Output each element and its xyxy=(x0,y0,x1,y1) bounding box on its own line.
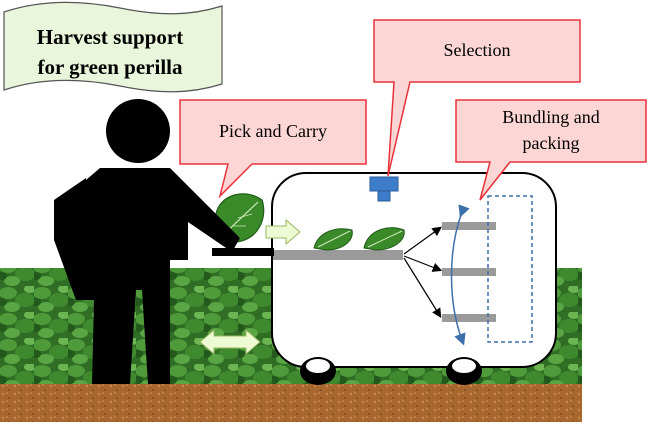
pick-carry-label: Pick and Carry xyxy=(219,121,327,141)
forward-arrow xyxy=(265,218,301,246)
camera-icon xyxy=(369,176,399,202)
conveyor-belt xyxy=(273,250,403,260)
double-arrow-icon xyxy=(199,328,261,356)
title-banner xyxy=(3,1,223,93)
callout-selection xyxy=(373,19,581,177)
wheel-icon xyxy=(300,357,336,385)
perilla-leaf-icon xyxy=(363,227,405,251)
wheel-icon xyxy=(446,357,482,385)
callout-pick-carry xyxy=(179,99,367,199)
selection-label: Selection xyxy=(443,40,511,60)
sort-arrow-up xyxy=(403,226,442,255)
sort-arrow-down xyxy=(403,257,442,319)
soil-ground xyxy=(0,384,582,422)
banner-line2: for green perilla xyxy=(37,55,183,79)
perilla-leaf-icon xyxy=(313,228,353,251)
callout-bundling xyxy=(455,99,647,201)
robot-body xyxy=(271,172,557,368)
bundling-line2: packing xyxy=(522,133,580,153)
banner-line1: Harvest support xyxy=(36,25,184,49)
person-silhouette-icon xyxy=(54,99,274,384)
banner-title: Harvest support for green perilla xyxy=(10,22,210,86)
sort-arrow-middle xyxy=(403,255,443,272)
bundling-label: Bundling and packing xyxy=(456,104,646,156)
packing-box xyxy=(487,195,533,343)
bundle-motion-arrow xyxy=(450,204,470,346)
bundling-line1: Bundling and xyxy=(502,107,600,127)
